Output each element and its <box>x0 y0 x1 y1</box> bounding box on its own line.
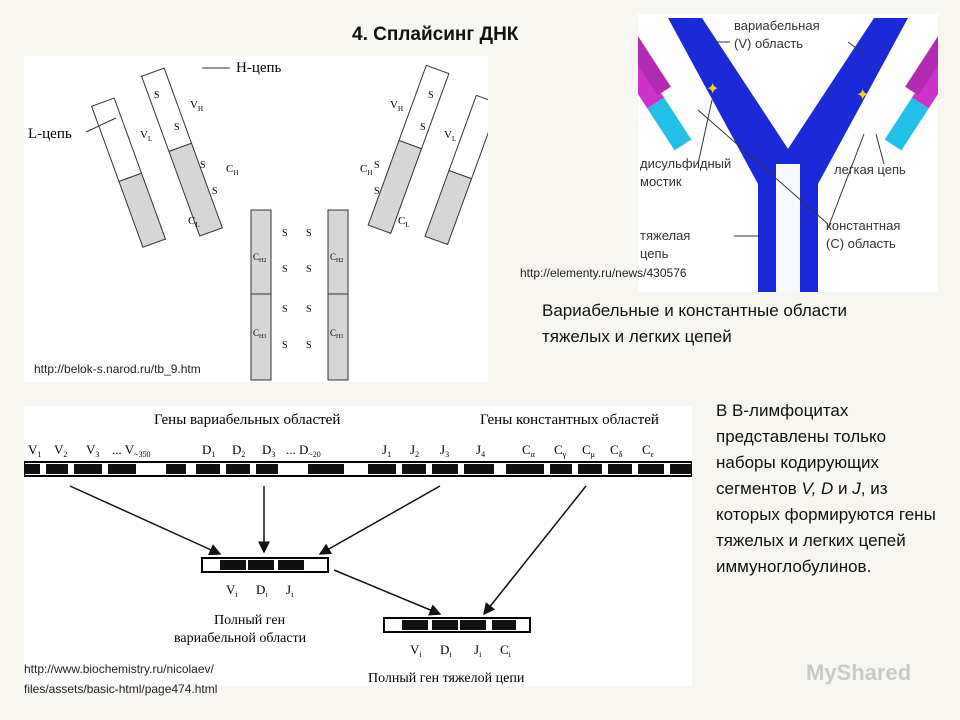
constant-region-label-2: (С) область <box>826 236 896 251</box>
seg-j2: J2 <box>410 442 419 459</box>
vdj-gene-strip <box>201 557 329 573</box>
full-var-gene-label-2: вариабельной области <box>174 631 307 646</box>
seg-d2: D2 <box>232 442 245 459</box>
source-link-c[interactable]: http://www.biochemistry.ru/nicolaev/ <box>24 662 214 676</box>
pointer-line <box>875 133 885 165</box>
pointer-line <box>697 109 829 225</box>
s-bond: S <box>374 160 380 171</box>
variable-genes-header: Гены вариабельных областей <box>154 412 340 428</box>
ch2-label-left: CH2 <box>253 252 266 264</box>
seg-v1: V1 <box>28 442 41 459</box>
s-bond: S <box>282 340 288 351</box>
antibody-color-svg: ✦ ✦ вариабельная (V) область дисульфидны… <box>619 18 957 292</box>
s-bond: S <box>282 264 288 275</box>
ch-label-left: CH <box>226 163 238 177</box>
antibody-color-figure: ✦ ✦ вариабельная (V) область дисульфидны… <box>619 14 957 292</box>
seg-v2: V2 <box>54 442 67 459</box>
seg-cm: Cμ <box>582 442 595 459</box>
seg-vi-heavy: Vi <box>410 642 422 659</box>
disulfide-star-icon: ✦ <box>706 81 719 98</box>
gene-splicing-figure: Гены вариабельных областей Гены констант… <box>23 406 693 686</box>
heavy-chain-label: тяжелая <box>640 228 690 243</box>
s-bond: S <box>212 186 218 197</box>
s-bond: S <box>154 90 160 101</box>
s-bond: S <box>306 264 312 275</box>
seg-di-heavy: Di <box>440 642 452 659</box>
l-chain-pointer <box>85 117 117 133</box>
full-var-gene-label: Полный ген <box>214 613 286 628</box>
l-chain-label: L-цепь <box>28 126 72 142</box>
page-title: 4. Сплайсинг ДНК <box>352 24 519 45</box>
seg-j1: J1 <box>382 442 391 459</box>
seg-dn: ... D~20 <box>286 442 321 459</box>
seg-ci-heavy: Ci <box>500 642 512 659</box>
s-bond: S <box>282 304 288 315</box>
seg-ji: Ji <box>286 582 294 599</box>
dna-strand <box>23 461 693 477</box>
seg-d3: D3 <box>262 442 275 459</box>
heavy-gene-strip <box>383 617 531 633</box>
arrow-c-to-heavy <box>483 485 587 616</box>
seg-vn: ... V~350 <box>112 442 150 459</box>
variable-region-label: вариабельная <box>734 18 820 33</box>
pointer-line <box>697 99 713 165</box>
figure-caption: Вариабельные и константные области тяжел… <box>542 301 847 346</box>
h-chain-label: Н-цепь <box>236 60 282 76</box>
s-bond: S <box>306 304 312 315</box>
full-heavy-gene-label: Полный ген тяжелой цепи <box>368 671 525 686</box>
s-bond: S <box>374 186 380 197</box>
ch-label-right: CH <box>360 163 372 177</box>
ch2-label-right: CH2 <box>330 252 343 264</box>
disulfide-bridge-label-2: мостик <box>640 174 682 189</box>
seg-v3: V3 <box>86 442 99 459</box>
ch3-label-right: CH3 <box>330 328 343 340</box>
watermark-logo: MyShared <box>806 660 912 685</box>
source-link-b[interactable]: http://elementy.ru/news/430576 <box>520 266 687 280</box>
seg-di: Di <box>256 582 268 599</box>
pointer-line <box>827 133 865 229</box>
vh-label-right: VH <box>390 99 403 113</box>
heavy-chain-label-2: цепь <box>640 246 669 261</box>
light-chain-label: легкая цепь <box>834 162 906 177</box>
body-paragraph: В В-лимфоцитах представлены только набор… <box>716 401 936 576</box>
source-link-a[interactable]: http://belok-s.narod.ru/tb_9.htm <box>34 362 201 376</box>
s-bond: S <box>306 228 312 239</box>
vl-label-left: VL <box>140 129 152 143</box>
seg-vi: Vi <box>226 582 238 599</box>
s-bond: S <box>306 340 312 351</box>
seg-j3: J3 <box>440 442 449 459</box>
seg-ce: Cε <box>642 442 655 459</box>
antibody-schematic-svg: Н-цепь L-цепь VH VL CH CL VH VL CH CL S … <box>28 60 500 381</box>
constant-region-label: константная <box>826 218 900 233</box>
s-bond: S <box>420 122 426 133</box>
vh-label-left: VH <box>190 99 203 113</box>
arrow-vdj-to-heavy <box>333 569 442 616</box>
cl-label-right: CL <box>398 215 410 229</box>
s-bond: S <box>428 90 434 101</box>
seg-d1: D1 <box>202 442 215 459</box>
variable-region-label-2: (V) область <box>734 36 803 51</box>
seg-ji-heavy: Ji <box>474 642 482 659</box>
disulfide-bridge-label: дисульфидный <box>640 156 731 171</box>
antibody-schematic-figure: Н-цепь L-цепь VH VL CH CL VH VL CH CL S … <box>24 56 500 382</box>
vl-label-right: VL <box>444 129 456 143</box>
disulfide-star-icon: ✦ <box>856 87 869 104</box>
cl-label-left: CL <box>188 215 200 229</box>
seg-ca: Cα <box>522 442 536 459</box>
ch3-label-left: CH3 <box>253 328 266 340</box>
arrow-v-to-vdj <box>69 485 222 556</box>
constant-genes-header: Гены константных областей <box>480 412 659 428</box>
s-bond: S <box>200 160 206 171</box>
arrow-j-to-vdj <box>318 485 441 555</box>
gene-splicing-svg: Гены вариабельных областей Гены констант… <box>23 412 693 686</box>
source-link-c-2[interactable]: files/assets/basic-html/page474.html <box>24 682 218 696</box>
seg-j4: J4 <box>476 442 485 459</box>
seg-cd: Cδ <box>610 442 623 459</box>
seg-cg: Cγ <box>554 442 567 459</box>
s-bond: S <box>282 228 288 239</box>
s-bond: S <box>174 122 180 133</box>
pointer-line <box>847 41 865 55</box>
